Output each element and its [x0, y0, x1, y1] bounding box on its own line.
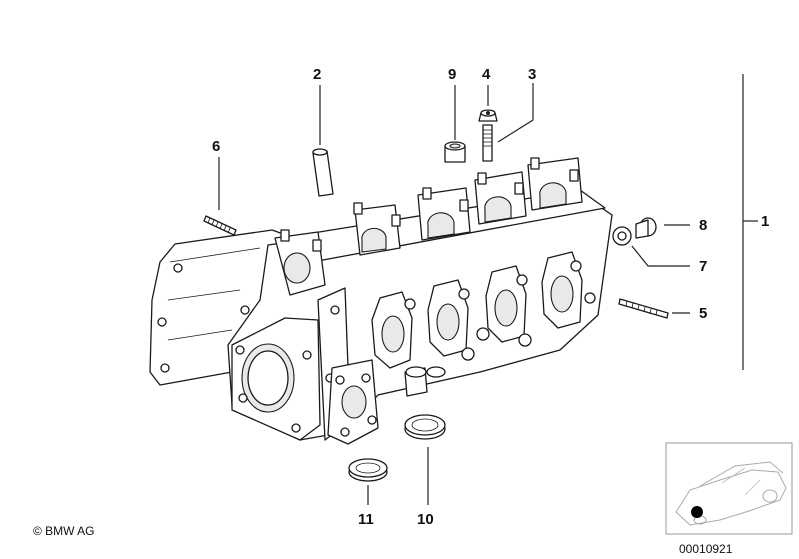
seal-ring-11	[348, 458, 388, 482]
seal-ring-10	[404, 414, 446, 440]
stud-left	[203, 215, 237, 236]
callout-4: 4	[482, 66, 491, 83]
callout-8: 8	[699, 217, 707, 234]
callout-5: 5	[699, 305, 707, 322]
callout-6: 6	[212, 138, 220, 155]
callout-labels: 1 2 3 4 5 6 7 8 9 10 11	[212, 66, 769, 528]
sealing-washer	[612, 226, 632, 246]
callout-7: 7	[699, 258, 707, 275]
sleeve	[444, 141, 466, 163]
copyright-text: © BMW AG	[33, 524, 95, 538]
callout-1: 1	[761, 213, 769, 230]
callout-2: 2	[313, 66, 321, 83]
location-marker	[691, 506, 703, 518]
reference-number: 00010921	[679, 542, 733, 556]
callout-9: 9	[448, 66, 456, 83]
leader-lines	[218, 74, 758, 505]
exhaust-port-flanges	[371, 251, 583, 369]
callout-11: 11	[358, 511, 374, 528]
hex-nut	[478, 109, 498, 122]
vehicle-locator-thumbnail	[665, 442, 793, 535]
valve-guide	[312, 148, 334, 197]
cylinder-head	[149, 157, 613, 445]
cam-bearing-towers	[274, 157, 583, 296]
screw-plug	[635, 217, 657, 239]
stud-right	[618, 298, 669, 319]
callout-3: 3	[528, 66, 536, 83]
stud-upright	[482, 124, 493, 162]
callout-10: 10	[417, 511, 434, 528]
